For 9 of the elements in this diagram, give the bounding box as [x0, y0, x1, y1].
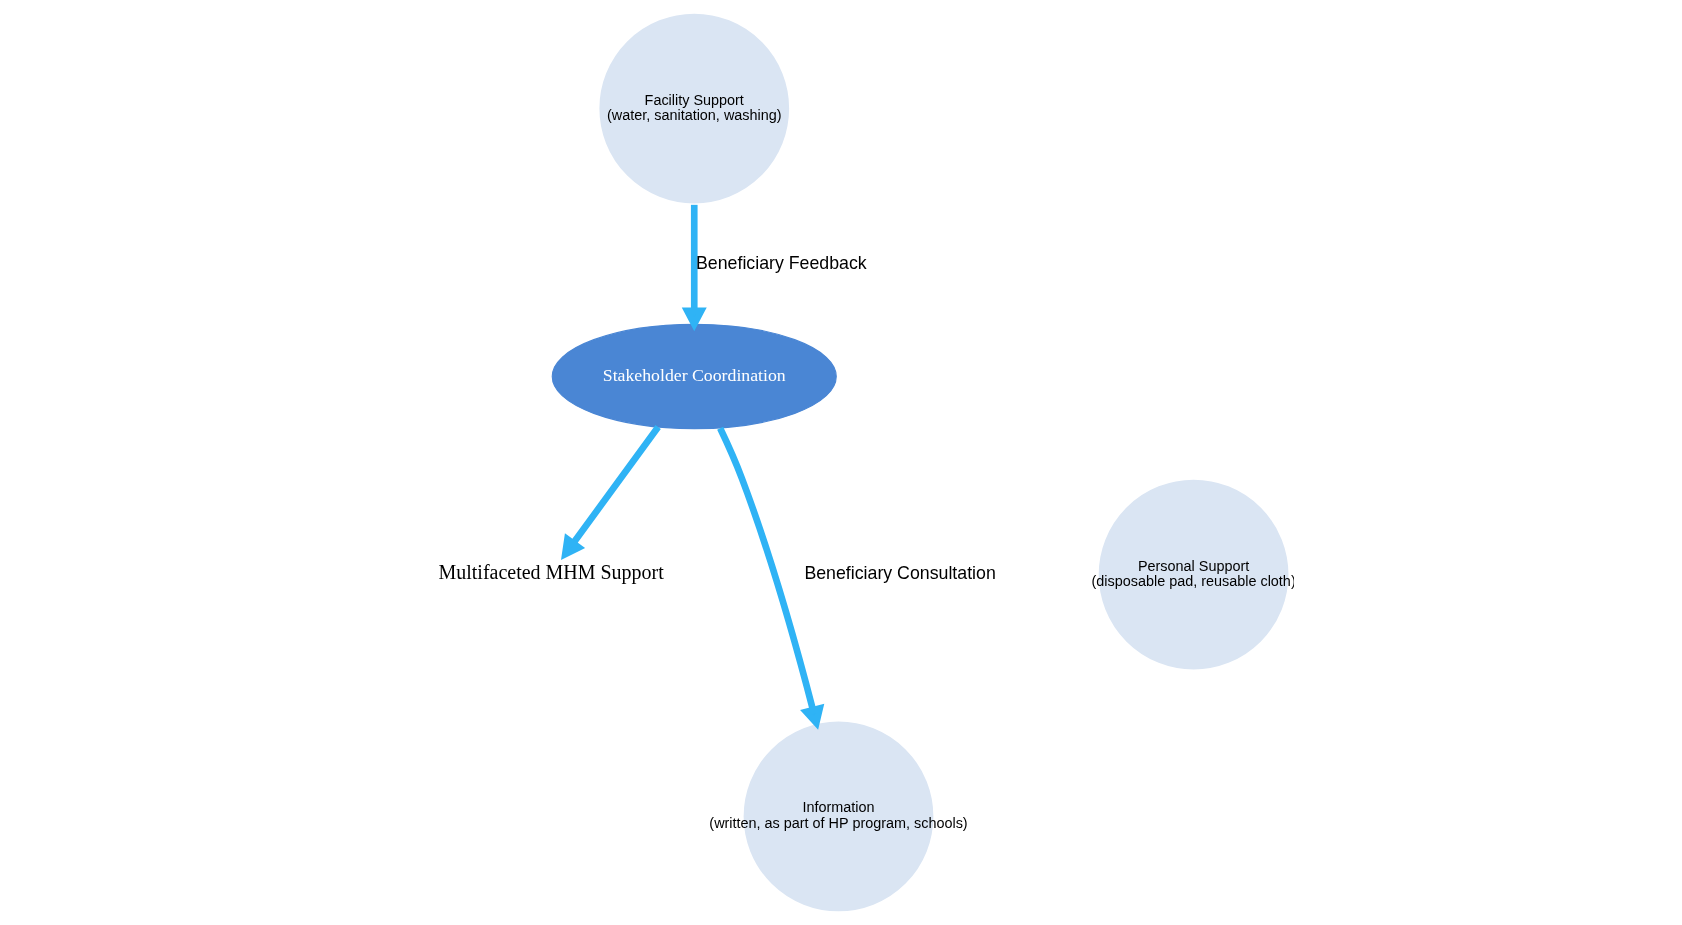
edge-label: Beneficiary Consultation	[804, 562, 996, 583]
node-ellipse: Stakeholder Coordination	[551, 323, 837, 430]
edge-label: Beneficiary Feedback	[696, 252, 867, 273]
arrow	[681, 204, 707, 332]
arrow	[561, 425, 661, 560]
arrow	[717, 426, 825, 730]
node-circle: Facility Support (water, sanitation, washing)	[597, 11, 792, 206]
node-label: (written, as part of HP program, schools)	[709, 815, 968, 832]
node-text: Multifaceted MHM Support	[438, 561, 664, 584]
